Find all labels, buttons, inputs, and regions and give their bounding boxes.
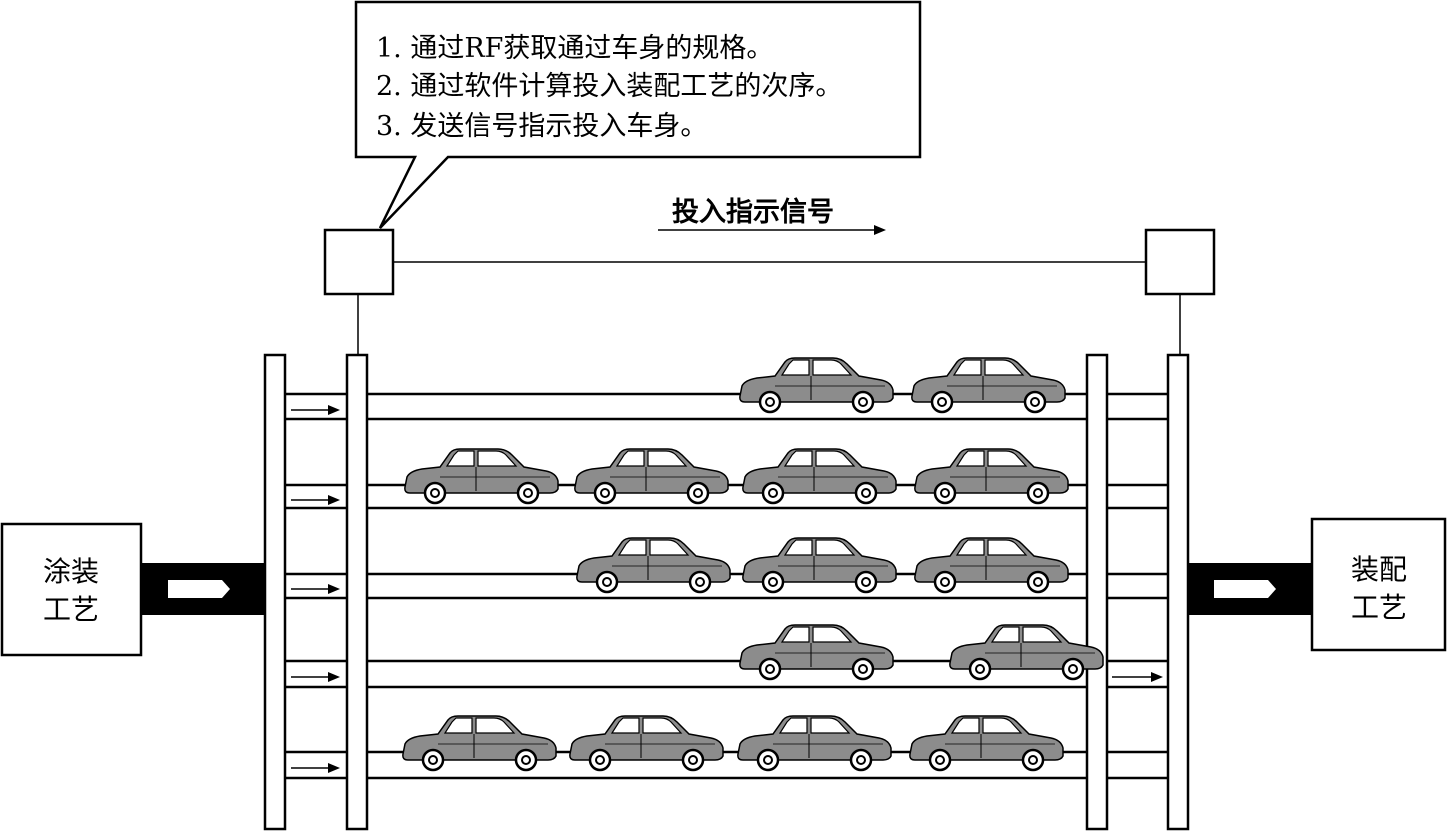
car-body [908,714,1065,772]
callout-line-2: 2. 通过软件计算投入装配工艺的次序。 [376,71,843,102]
buffer-post [345,353,369,831]
buffer-post [263,353,287,831]
car-body [568,714,725,772]
car-body [738,356,895,414]
car-body [575,536,732,594]
car-body [741,447,898,505]
left-transfer-arrow [168,580,230,598]
car-body [738,623,895,681]
right-process-label-1: 装配 [1350,553,1407,586]
lane-entry-arrow-head [328,763,340,773]
car-body [401,714,558,772]
car-body [573,447,730,505]
right-process-label-2: 工艺 [1350,591,1407,624]
car-body [913,536,1070,594]
left-sensor-box [323,228,395,296]
lane-entry-arrow-head [328,495,340,505]
car-body [736,714,893,772]
callout-line-3: 3. 发送信号指示投入车身。 [376,111,708,142]
left-process-label-1: 涂装 [42,555,99,588]
car-body [403,447,560,505]
buffer-post [1085,353,1109,831]
lane-entry-arrow-head [328,584,340,594]
car-body [910,356,1067,414]
lane-exit-arrow-head [1151,672,1163,682]
lane-entry-arrow-head [328,672,340,682]
car-body [913,447,1070,505]
signal-label: 投入指示信号 [672,197,834,228]
car-body [948,623,1105,681]
callout-box [354,0,922,229]
lane-entry-arrow-head [328,405,340,415]
right-transfer-arrow [1214,580,1276,598]
buffer-post [1166,353,1190,831]
callout-line-1: 1. 通过RF获取通过车身的规格。 [376,33,774,64]
car-body [741,536,898,594]
signal-arrow-head [874,225,886,235]
right-sensor-box [1144,228,1216,296]
left-process-label-2: 工艺 [42,593,99,626]
left-process-box [0,522,143,657]
